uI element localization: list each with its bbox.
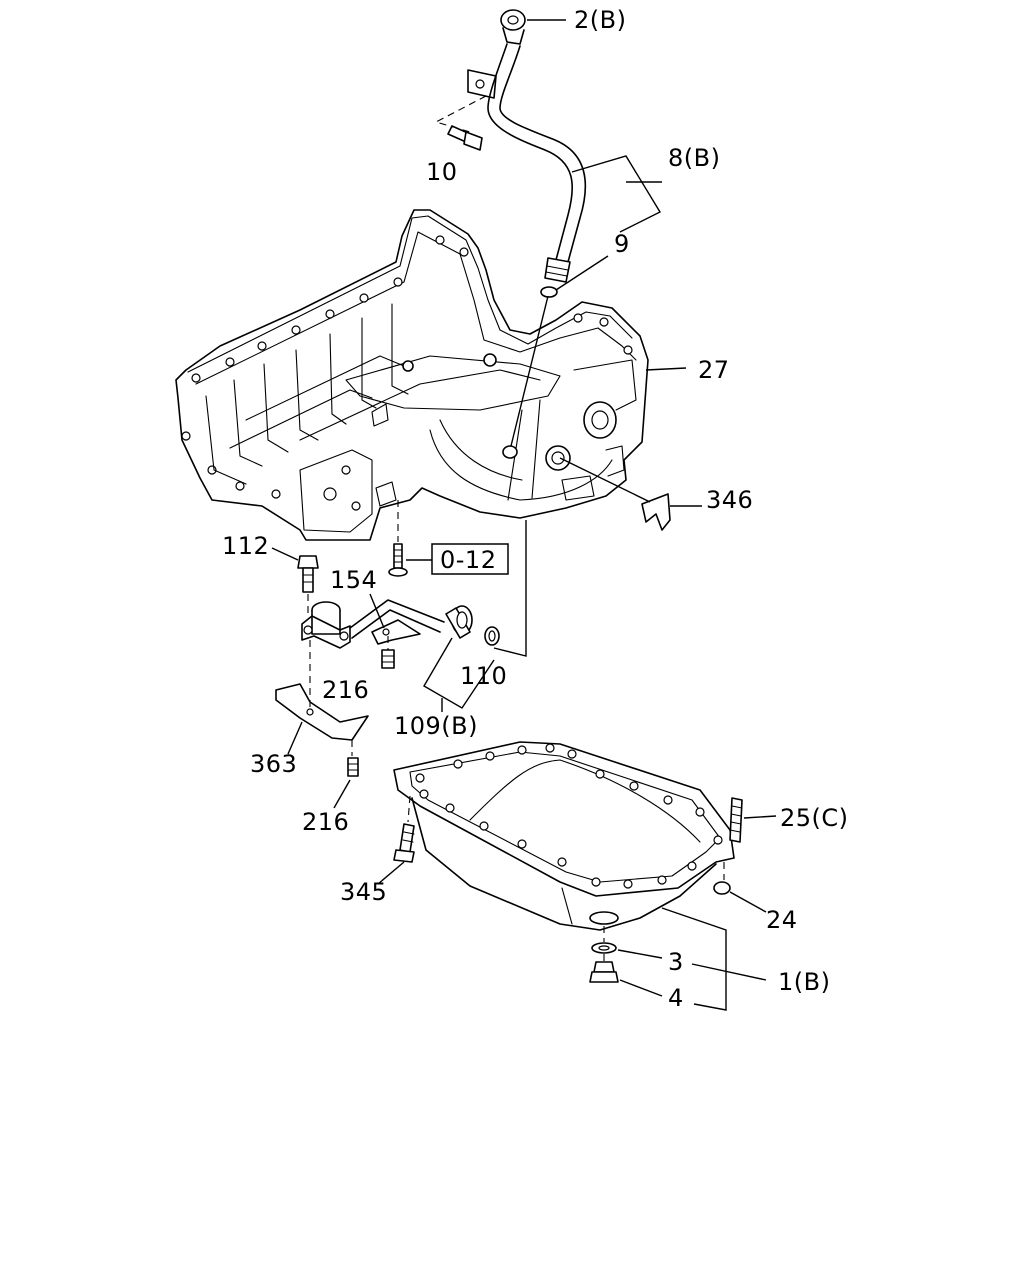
label-216-upper: 216 (322, 676, 369, 704)
ref-box (431, 543, 509, 575)
label-154: 154 (330, 566, 377, 594)
drain-plug-assembly (589, 907, 767, 1011)
nut-24 (713, 862, 767, 913)
bolt-345 (377, 795, 415, 885)
label-112: 112 (222, 532, 269, 560)
bolt-216-lower (333, 740, 359, 809)
clip-346 (559, 457, 702, 531)
lower-pan-bolt-holes (415, 743, 723, 889)
label-345: 345 (340, 878, 387, 906)
label-110: 110 (460, 662, 507, 690)
leader-27 (645, 367, 687, 371)
label-3: 3 (668, 948, 684, 976)
label-1b: 1(B) (778, 968, 830, 996)
label-216-lower: 216 (302, 808, 349, 836)
bolt-216-upper (381, 636, 395, 669)
label-4: 4 (668, 984, 684, 1012)
label-24: 24 (766, 906, 798, 934)
stud-25c (729, 797, 777, 843)
label-0-12[interactable]: 0-12 (440, 546, 496, 574)
lower-oil-pan (393, 741, 735, 931)
label-8b: 8(B) (668, 144, 720, 172)
label-9: 9 (614, 230, 630, 258)
block-flange-bolt-holes (181, 235, 633, 499)
dipstick-guide-tube (434, 9, 587, 298)
label-2b: 2(B) (574, 6, 626, 34)
label-27: 27 (698, 356, 730, 384)
label-10: 10 (426, 158, 458, 186)
label-363: 363 (250, 750, 297, 778)
leaders-top (509, 19, 662, 451)
label-346: 346 (706, 486, 753, 514)
bracket-363 (275, 640, 369, 755)
label-25c: 25(C) (780, 804, 849, 832)
bolt-0-12 (388, 500, 432, 577)
part-labels: 2(B) 8(B) 10 9 27 346 112 0-12 154 216 1… (222, 6, 849, 1012)
bolt-112 (271, 547, 319, 618)
upper-oil-pan-block (175, 209, 649, 541)
label-109b: 109(B) (394, 712, 478, 740)
oil-strainer-109b (301, 599, 500, 649)
leaders-strainer (369, 520, 527, 712)
